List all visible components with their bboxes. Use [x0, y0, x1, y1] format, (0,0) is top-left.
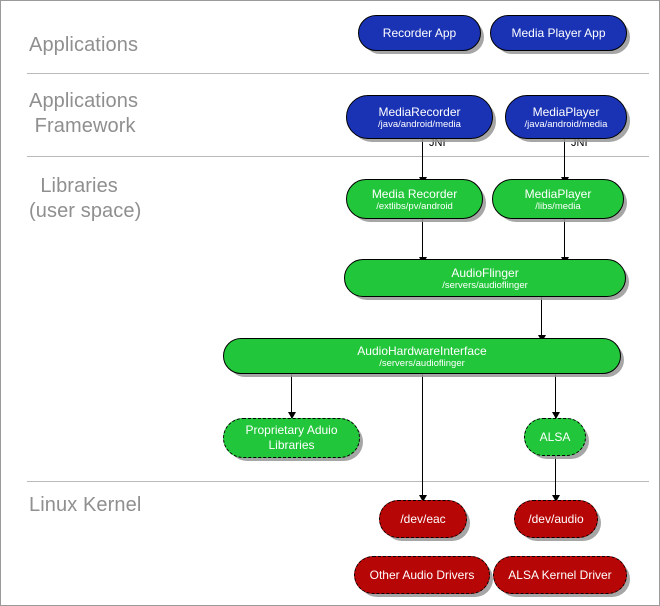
- node-proprietary-audio-libraries-line1: Proprietary Aduio: [245, 423, 338, 437]
- node-other-audio-drivers[interactable]: Other Audio Drivers: [354, 556, 490, 594]
- node-dev-audio[interactable]: /dev/audio: [514, 500, 598, 538]
- node-audio-hardware-interface[interactable]: AudioHardwareInterface /servers/audiofli…: [223, 338, 621, 374]
- node-media-player-lib-title: MediaPlayer: [524, 186, 592, 201]
- node-audio-hardware-interface-path: /servers/audioflinger: [379, 357, 465, 369]
- connector-ahi-alsa: [555, 374, 556, 420]
- divider-kernel: [27, 481, 649, 482]
- node-media-recorder-framework[interactable]: MediaRecorder /java/android/media: [346, 95, 493, 139]
- node-audio-flinger[interactable]: AudioFlinger /servers/audioflinger: [344, 259, 626, 297]
- divider-applications: [27, 73, 649, 74]
- node-media-recorder-lib[interactable]: Media Recorder /extlibs/pv/android: [346, 179, 483, 219]
- arrowhead-ahi-alsa: [552, 412, 560, 419]
- connector-mediarecorder-jni: [422, 139, 423, 183]
- connector-mediaplayerlib-audioflinger: [564, 219, 565, 265]
- node-media-recorder-framework-path: /java/android/media: [378, 118, 461, 130]
- node-media-player-framework[interactable]: MediaPlayer /java/android/media: [505, 95, 627, 139]
- jni-label-recorder: JNI: [429, 137, 446, 149]
- layer-label-linux-kernel: Linux Kernel: [29, 494, 142, 516]
- node-media-player-app-title: Media Player App: [511, 26, 606, 40]
- connector-ahi-deveac: [422, 374, 423, 501]
- layer-label-applications: Applications: [29, 34, 139, 56]
- node-proprietary-audio-libraries-line2: Libraries: [268, 438, 315, 452]
- node-dev-eac[interactable]: /dev/eac: [379, 500, 467, 538]
- node-media-player-lib-path: /libs/media: [535, 200, 581, 212]
- node-recorder-app-title: Recorder App: [382, 26, 457, 40]
- connector-audioflinger-audiohardwareinterface: [541, 297, 542, 343]
- divider-framework: [27, 156, 649, 157]
- connector-mediaplayer-jni: [564, 139, 565, 183]
- node-media-recorder-lib-title: Media Recorder: [371, 186, 458, 201]
- node-audio-flinger-path: /servers/audioflinger: [442, 279, 528, 291]
- node-dev-eac-title: /dev/eac: [400, 512, 446, 526]
- node-media-player-framework-path: /java/android/media: [524, 118, 608, 130]
- connector-mediarecorderlib-audioflinger: [422, 219, 423, 265]
- arrowhead-alsa-devaudio: [552, 495, 560, 502]
- node-media-player-framework-title: MediaPlayer: [532, 104, 600, 119]
- node-recorder-app[interactable]: Recorder App: [358, 15, 481, 51]
- jni-label-player: JNI: [571, 137, 588, 149]
- layer-label-applications-framework: Applications Framework: [29, 90, 139, 137]
- arrowhead-ahi-proprietary: [288, 412, 296, 419]
- node-proprietary-audio-libraries[interactable]: Proprietary Aduio Libraries: [223, 418, 360, 458]
- connector-alsa-devaudio: [555, 456, 556, 501]
- node-dev-audio-title: /dev/audio: [528, 512, 584, 526]
- node-audio-flinger-title: AudioFlinger: [451, 265, 519, 280]
- node-other-audio-drivers-title: Other Audio Drivers: [369, 568, 475, 582]
- arrowhead-ahi-deveac: [419, 495, 427, 502]
- node-media-player-lib[interactable]: MediaPlayer /libs/media: [492, 179, 624, 219]
- node-alsa[interactable]: ALSA: [524, 418, 586, 456]
- layer-label-libraries: Libraries (user space): [29, 175, 142, 222]
- node-media-recorder-framework-title: MediaRecorder: [378, 104, 461, 119]
- node-media-recorder-lib-path: /extlibs/pv/android: [376, 200, 453, 212]
- node-media-player-app[interactable]: Media Player App: [490, 15, 627, 51]
- node-alsa-kernel-driver[interactable]: ALSA Kernel Driver: [493, 556, 627, 594]
- node-alsa-kernel-driver-title: ALSA Kernel Driver: [508, 568, 612, 582]
- connector-ahi-proprietary: [291, 374, 292, 420]
- node-alsa-title: ALSA: [539, 430, 571, 444]
- node-audio-hardware-interface-title: AudioHardwareInterface: [357, 343, 487, 358]
